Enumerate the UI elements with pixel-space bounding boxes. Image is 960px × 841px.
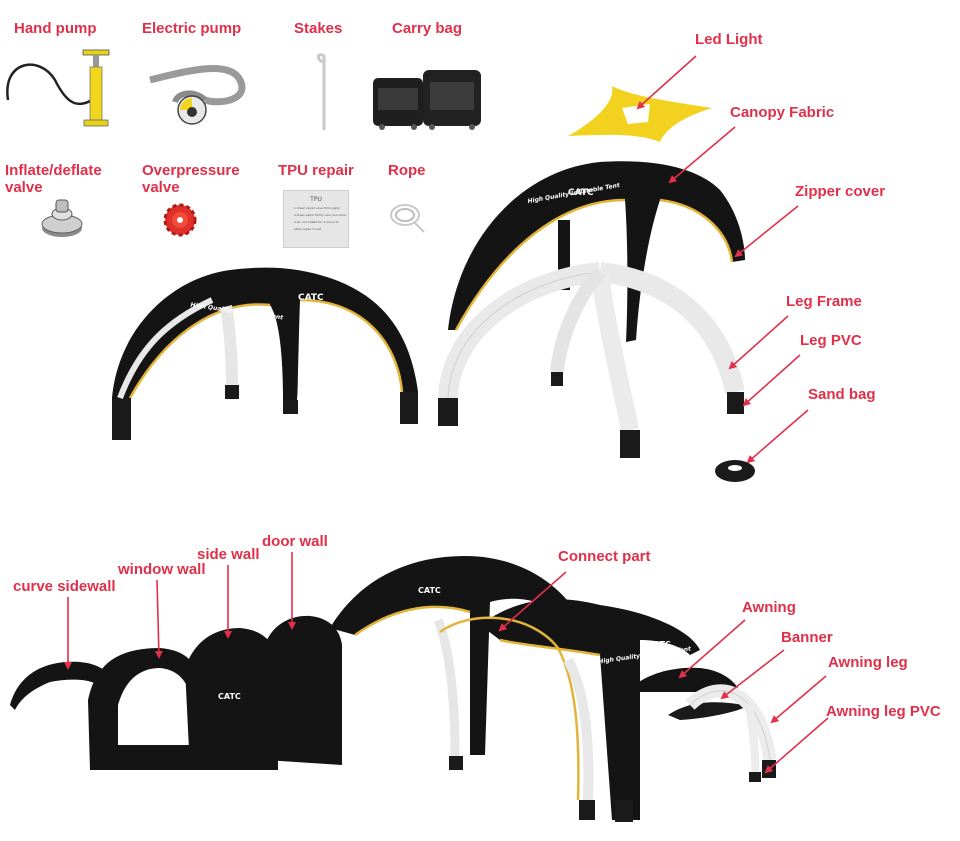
label-connect-part: Connect part xyxy=(558,548,651,565)
label-leg-pvc: Leg PVC xyxy=(800,332,862,349)
label-sand-bag: Sand bag xyxy=(808,386,876,403)
label-carry-bag: Carry bag xyxy=(392,20,463,37)
tpu-card-line: 3.Do not inflate for 2 hours to xyxy=(294,220,339,224)
tpu-card-title: TPU xyxy=(310,196,322,203)
label-door-wall: door wall xyxy=(262,533,328,550)
awning-assembly xyxy=(628,667,777,782)
leader-arrows xyxy=(64,55,829,774)
label-led-light: Led Light xyxy=(695,31,763,48)
label-awning: Awning xyxy=(742,599,796,616)
label-leg-frame: Leg Frame xyxy=(786,293,862,310)
brand-logo: CATC xyxy=(568,188,594,198)
curve-sidewall-panel xyxy=(10,661,115,710)
tpu-card-line: 1.Clean repair area thoroughly xyxy=(294,206,340,210)
label-inflate-valve: Inflate/deflate valve xyxy=(5,162,102,196)
rope-illustration xyxy=(390,204,425,233)
tpu-card-line: allow repair to set xyxy=(294,227,322,231)
tpu-card-line: 2.Press patch firmly over puncture xyxy=(294,213,346,217)
label-hand-pump: Hand pump xyxy=(14,20,97,37)
label-canopy-fabric: Canopy Fabric xyxy=(730,104,835,121)
label-window-wall: window wall xyxy=(118,561,206,578)
label-electric-pump: Electric pump xyxy=(142,20,242,37)
label-stakes: Stakes xyxy=(294,20,343,37)
inflate-valve-illustration xyxy=(41,199,83,237)
label-awning-leg-pvc: Awning leg PVC xyxy=(826,703,941,720)
label-curve-sidewall: curve sidewall xyxy=(13,578,116,595)
electric-pump-illustration xyxy=(149,65,246,125)
label-tpu-repair: TPU repair xyxy=(278,162,354,179)
connected-dome-large xyxy=(330,556,575,770)
assembled-dome-tent xyxy=(112,267,418,440)
brand-logo: CATC xyxy=(298,293,324,303)
label-overpressure-valve: Overpressure valve xyxy=(142,162,240,196)
connected-dome-second xyxy=(439,599,700,822)
side-wall-panel xyxy=(185,628,278,770)
label-banner: Banner xyxy=(781,629,833,646)
door-wall-panel xyxy=(263,615,342,765)
overpressure-valve-illustration xyxy=(163,203,197,237)
leg-frame xyxy=(438,262,745,458)
label-side-wall: side wall xyxy=(197,546,260,563)
stakes-illustration xyxy=(316,53,326,130)
label-awning-leg: Awning leg xyxy=(828,654,908,671)
brand-logo: CATC xyxy=(218,692,241,701)
sand-bag xyxy=(715,460,755,482)
carry-bag-illustration xyxy=(373,70,481,130)
brand-logo: CATC xyxy=(130,735,153,744)
label-rope: Rope xyxy=(388,162,426,179)
hand-pump-illustration xyxy=(6,49,110,127)
tpu-repair-card: TPU 1.Clean repair area thoroughly 2.Pre… xyxy=(283,190,349,248)
window-wall-panel xyxy=(88,648,197,770)
brand-logo: CATC xyxy=(648,640,671,649)
brand-logo: CATC xyxy=(418,586,441,595)
label-zipper-cover: Zipper cover xyxy=(795,183,886,200)
led-light xyxy=(568,86,712,142)
